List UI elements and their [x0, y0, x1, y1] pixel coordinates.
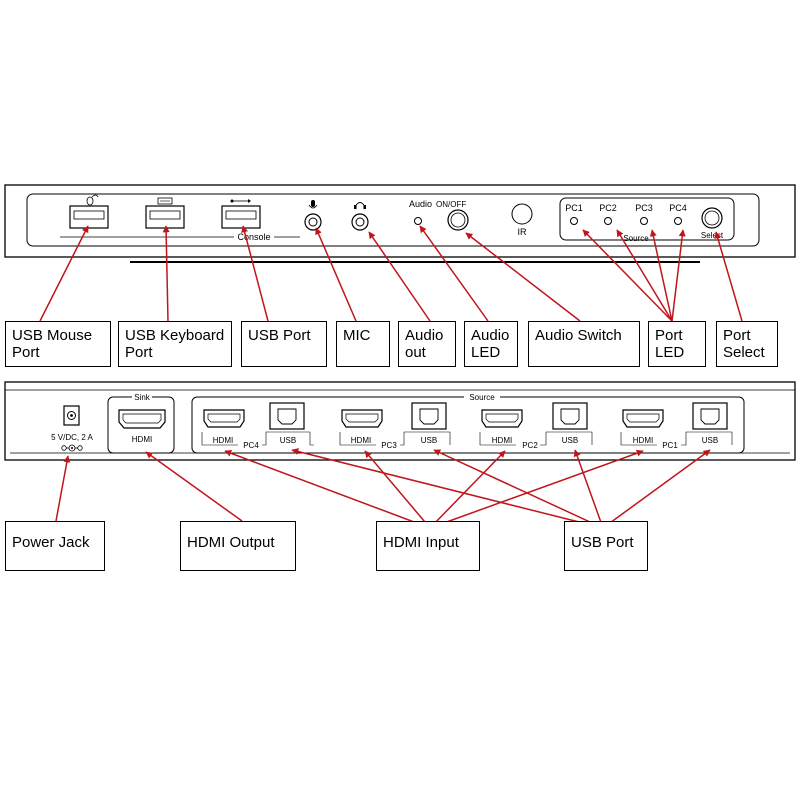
pc1-led-label: PC1 [565, 203, 583, 213]
callout-audio-led: Audio LED [464, 321, 518, 367]
arrow-power-jack [55, 455, 71, 522]
mouse-icon [86, 194, 99, 206]
callout-usb-port-rear: USB Port [564, 521, 648, 571]
headphones-icon [354, 202, 366, 209]
callout-port-led: Port LED [648, 321, 706, 367]
callout-hdmi-input: HDMI Input [376, 521, 480, 571]
pc2-usb-label: USB [562, 436, 578, 445]
pc1-usb-port [692, 402, 728, 430]
arrow-usb-port-pc2 [573, 449, 604, 529]
pc2-label: PC2 [522, 441, 538, 450]
arrow-audio-switch [465, 232, 581, 322]
callout-audio-out: Audio out [398, 321, 456, 367]
pc2-led-label: PC2 [599, 203, 617, 213]
arrow-hdmi-input-pc3 [364, 450, 431, 529]
microphone-icon [308, 200, 318, 209]
rear-panel: 5 V/DC, 2 A Sink HDMI Source [4, 381, 796, 461]
arrow-usb-port-front [241, 225, 269, 322]
pc1-label: PC1 [662, 441, 678, 450]
mic-jack [304, 200, 322, 231]
front-usb-port [221, 199, 261, 229]
pc4-led [674, 217, 682, 225]
pc3-usb-label: USB [421, 436, 437, 445]
polarity-icon [61, 444, 83, 452]
arrow-port-select [714, 231, 743, 322]
arrow-hdmi-input-pc1 [429, 449, 644, 529]
pc3-led-label: PC3 [635, 203, 653, 213]
pc1-usb-label: USB [702, 436, 718, 445]
port-select-button [701, 207, 723, 229]
pc4-usb-port [269, 402, 305, 430]
pc1-led [570, 217, 578, 225]
callout-usb-mouse-port: USB Mouse Port [5, 321, 111, 367]
ir-sensor [511, 203, 533, 225]
arrow-usb-mouse-port [39, 225, 89, 322]
pc1-hdmi-input-port [622, 409, 664, 428]
arrow-usb-keyboard-port [162, 225, 170, 322]
keyboard-icon [157, 197, 173, 205]
audio-led [414, 217, 422, 225]
audio-label: Audio [409, 199, 432, 209]
rear-source-label: Source [469, 393, 495, 402]
pc3-hdmi-label: HDMI [351, 436, 371, 445]
arrow-usb-port-pc1 [602, 449, 711, 529]
pc2-hdmi-label: HDMI [492, 436, 512, 445]
power-jack [63, 405, 80, 426]
front-panel: Console Audio ON/OFF [4, 184, 796, 263]
pc2-usb-port [552, 402, 588, 430]
pc4-hdmi-label: HDMI [213, 436, 233, 445]
arrow-audio-out [368, 231, 431, 322]
arrow-hdmi-input-pc2 [429, 450, 506, 529]
callout-audio-switch: Audio Switch [528, 321, 640, 367]
callout-usb-port-front: USB Port [241, 321, 327, 367]
front-usb-mouse-port [69, 194, 109, 229]
sink-label: Sink [134, 393, 151, 402]
front-usb-keyboard-port [145, 197, 185, 229]
arrow-hdmi-input-pc4 [224, 449, 431, 529]
arrow-hdmi-output [145, 451, 243, 522]
hdmi-output-port [118, 409, 166, 429]
arrow-port-led-1 [582, 229, 673, 322]
pc2-led [604, 217, 612, 225]
power-rating-label: 5 V/DC, 2 A [51, 433, 93, 442]
arrow-audio-led [419, 225, 489, 322]
pc4-label: PC4 [243, 441, 259, 450]
ir-label: IR [518, 227, 528, 237]
select-label: Select [701, 231, 724, 240]
usb-icon [230, 199, 251, 203]
callout-port-select: Port Select [716, 321, 778, 367]
arrow-port-led-2 [616, 229, 673, 322]
arrow-usb-port-pc3 [433, 449, 604, 529]
pc1-hdmi-label: HDMI [633, 436, 653, 445]
pc4-led-label: PC4 [669, 203, 687, 213]
pc3-usb-port [411, 402, 447, 430]
audio-switch-button [447, 209, 469, 231]
pc3-label: PC3 [381, 441, 397, 450]
sink-hdmi-label: HDMI [132, 435, 152, 444]
pc3-led [640, 217, 648, 225]
pc4-hdmi-input-port [203, 409, 245, 428]
front-source-label: Source [623, 234, 649, 243]
pc4-usb-label: USB [280, 436, 296, 445]
audio-out-jack [351, 202, 369, 231]
arrow-port-led-4 [671, 229, 686, 322]
callout-arrows [39, 225, 743, 529]
arrow-usb-port-pc4 [291, 448, 604, 529]
callout-mic: MIC [336, 321, 390, 367]
callout-power-jack: Power Jack [5, 521, 105, 571]
arrow-port-led-3 [649, 229, 673, 322]
pc2-hdmi-input-port [481, 409, 523, 428]
callout-hdmi-output: HDMI Output [180, 521, 296, 571]
callout-usb-keyboard-port: USB Keyboard Port [118, 321, 232, 367]
console-label: Console [237, 232, 270, 242]
on-off-label: ON/OFF [436, 200, 466, 209]
pc3-hdmi-input-port [341, 409, 383, 428]
arrow-mic [315, 227, 357, 322]
